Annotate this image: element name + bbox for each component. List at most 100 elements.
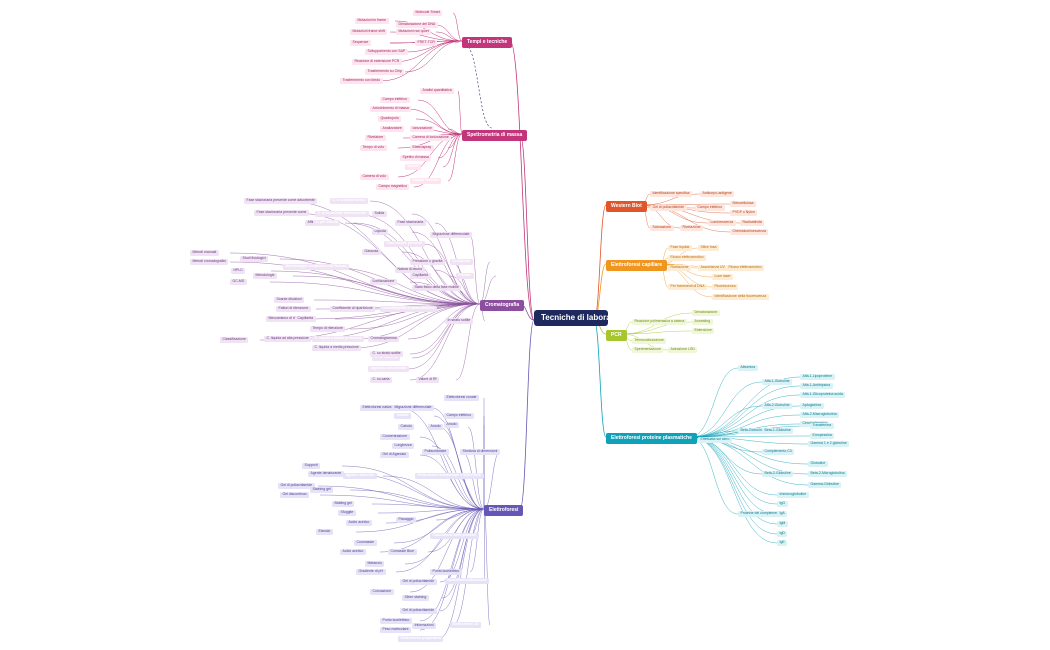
plasma-item[interactable]: IgG	[777, 501, 788, 507]
capillare-item[interactable]: Assorbanza UV	[698, 265, 728, 271]
cromatografia-item[interactable]: Migrazione differenziale	[430, 232, 472, 238]
cromatografia-item[interactable]: Capillarità	[295, 316, 316, 322]
plasma-item[interactable]: Alfa-2-Macroglobulina	[800, 412, 840, 418]
plasma-item[interactable]: Globuline	[808, 461, 828, 467]
capillare-item[interactable]: Flusso elettrosmotico	[726, 265, 765, 271]
elettroforesi-item[interactable]: Catodo	[398, 424, 415, 430]
elettroforesi-item[interactable]: Punto isoelettrico	[380, 618, 412, 624]
capillare-item[interactable]: Flusso elettrosmotico	[668, 255, 707, 261]
spettro-item[interactable]: Campo magnetico	[376, 184, 410, 190]
cromatografia-item[interactable]: Cromatografia di adsorbimento	[380, 306, 438, 312]
elettroforesi-item[interactable]: Gel discontinuo	[280, 492, 310, 498]
plasma-item[interactable]: Effettuata sul siero	[698, 437, 732, 443]
elettroforesi-item[interactable]: Staining gel	[310, 487, 334, 493]
western-item[interactable]: Saturazione	[650, 225, 674, 231]
tempo-item[interactable]: Denaturazione del DNA	[396, 22, 438, 28]
capillare-item[interactable]: Identificazione della fluorescenza	[712, 294, 769, 300]
elettroforesi-item[interactable]: Sfuggite	[338, 510, 356, 516]
elettroforesi-item[interactable]: Anodo	[444, 422, 460, 428]
plasma-item[interactable]: Gamma-Globuline	[808, 482, 842, 488]
cromatografia-item[interactable]: C. liquida a media pressione	[312, 345, 362, 351]
western-item[interactable]: Identificazione specifica	[650, 191, 692, 197]
branch-plasma[interactable]: Elettroforesi proteine plasmatiche	[606, 433, 697, 444]
cromatografia-item[interactable]: GC-MS	[230, 279, 247, 285]
cromatografia-item[interactable]: C. liquida ad alta pressione	[264, 336, 312, 342]
plasma-item[interactable]: IgE	[777, 540, 788, 546]
tempo-item[interactable]: Trasferimento su Chip	[365, 69, 405, 75]
elettroforesi-item[interactable]: Peso molecolare	[380, 627, 412, 633]
cromatografia-item[interactable]: HPLC	[231, 268, 246, 274]
plasma-item[interactable]: Gamma 1 e 2 globuline	[808, 441, 850, 447]
elettroforesi-item[interactable]: Gel di poliacrilamide	[278, 483, 315, 489]
elettroforesi-item[interactable]: Lunghezza	[392, 443, 415, 449]
elettroforesi-item[interactable]: Colorazione delle proteine	[430, 533, 479, 539]
cromatografia-item[interactable]: Metodi manuali	[190, 250, 219, 256]
pcr-item[interactable]: Denaturazione	[692, 310, 720, 316]
elettroforesi-item[interactable]: Informazioni	[412, 623, 437, 629]
cromatografia-item[interactable]: Meccanismo di ritenzione	[266, 316, 311, 322]
elettroforesi-item[interactable]: Gel di poliacrilamide	[400, 579, 437, 585]
branch-tempo[interactable]: Tempi e tecniche	[462, 37, 513, 48]
spettro-item[interactable]: Arricchimento di massa	[370, 106, 412, 112]
branch-spettrometria[interactable]: Spettrometria di massa	[462, 130, 528, 141]
elettroforesi-item[interactable]: Agente denaturante	[308, 471, 344, 477]
spettro-item[interactable]: Ionizzazione	[410, 126, 435, 132]
capillare-item[interactable]: Luce laser	[712, 274, 734, 280]
elettroforesi-item[interactable]: Comassie Blue	[388, 549, 417, 555]
plasma-item[interactable]: Alfa-1-Antitripsina	[800, 383, 833, 389]
western-item[interactable]: Campo elettrico	[695, 205, 725, 211]
spettro-item[interactable]: Analizzatore	[380, 126, 405, 132]
elettroforesi-item[interactable]: Migrazione differenziale	[392, 405, 434, 411]
cromatografia-item[interactable]: Solida	[372, 211, 387, 217]
cromatografia-item[interactable]: C. per affinità	[313, 220, 341, 226]
spettro-item[interactable]: Camera di ionizzazione	[410, 135, 452, 141]
tempo-item[interactable]: FRET-TCR	[415, 40, 438, 46]
elettroforesi-item[interactable]: Isoelettrofocalizzazione	[445, 578, 490, 584]
cromatografia-item[interactable]: Fattori di ritenzione	[276, 306, 311, 312]
western-item[interactable]: Gel di poliacrilamide	[650, 205, 687, 211]
tempo-item[interactable]: Molecole Smart	[413, 10, 443, 16]
western-item[interactable]: Radioattività	[740, 220, 765, 226]
elettroforesi-item[interactable]: Campo elettrico	[444, 413, 474, 419]
western-item[interactable]: Luminescenza	[708, 220, 736, 226]
plasma-item[interactable]: Immunoglobuline	[777, 492, 809, 498]
spettro-item[interactable]: Rivelatore	[365, 135, 386, 141]
cromatografia-item[interactable]: Studi fisiologici	[240, 256, 269, 262]
cromatografia-item[interactable]: Fase stazionaria	[395, 220, 426, 226]
elettroforesi-item[interactable]: Poliacrilamide	[422, 449, 449, 455]
branch-elettroforesi[interactable]: Elettroforesi	[484, 505, 524, 516]
tempo-item[interactable]: Trasferimento con ibrido	[340, 78, 383, 84]
cromatografia-item[interactable]: Tempo di ritenzione	[310, 326, 346, 332]
cromatografia-item[interactable]: Stato fisico della fase mobile	[412, 285, 462, 291]
tempo-item[interactable]: Mutazioni frame shift	[350, 29, 388, 35]
cromatografia-item[interactable]: In colonna	[450, 259, 473, 265]
branch-pcr[interactable]: PCR	[606, 330, 627, 341]
elettroforesi-item[interactable]: Elettroforesi zonale	[444, 395, 479, 401]
elettroforesi-item[interactable]: Acido acetico	[346, 520, 372, 526]
western-item[interactable]: Anticorpo-antigene	[700, 191, 735, 197]
cromatografia-item[interactable]: Metodologie	[253, 273, 278, 279]
elettroforesi-item[interactable]: Gel di poliacrilamide	[400, 608, 437, 614]
plasma-item[interactable]: Beta-2-Globuline	[762, 471, 794, 477]
spettro-item[interactable]: Spettro di massa	[400, 155, 432, 161]
cromatografia-item[interactable]: Liofilizzazione	[370, 279, 397, 285]
cromatografia-item[interactable]: Natura di lavoro	[395, 267, 425, 273]
tempo-item[interactable]: Sequenze	[350, 40, 371, 46]
capillare-item[interactable]: Per frammenti di DNA	[668, 284, 708, 290]
elettroforesi-item[interactable]: Punto isoelettrico	[430, 569, 462, 575]
cromatografia-item[interactable]: Planare	[456, 273, 474, 279]
elettroforesi-item[interactable]: Elettroforesi preparativa	[398, 636, 444, 642]
pcr-item[interactable]: Estensione	[692, 328, 715, 334]
elettroforesi-item[interactable]: Elettroforesi denaturante e SDS-PAGE	[415, 473, 484, 479]
plasma-item[interactable]: Proteine del complemento	[738, 511, 784, 517]
spettro-item[interactable]: Elettrospray	[410, 145, 434, 151]
elettroforesi-item[interactable]: Agente riducente	[343, 473, 377, 479]
spettro-item[interactable]: Camera di volo	[360, 174, 389, 180]
branch-cromatografia[interactable]: Cromatografia	[480, 300, 525, 311]
elettroforesi-item[interactable]: Etanolo	[316, 529, 333, 535]
cromatografia-item[interactable]: C. su colonna	[372, 355, 400, 361]
elettroforesi-item[interactable]: Coomassie	[354, 540, 377, 546]
plasma-item[interactable]: Beta-Globuline	[738, 428, 767, 434]
cromatografia-item[interactable]: Fase mobile presente	[384, 241, 425, 247]
plasma-item[interactable]: IgA	[777, 511, 788, 517]
